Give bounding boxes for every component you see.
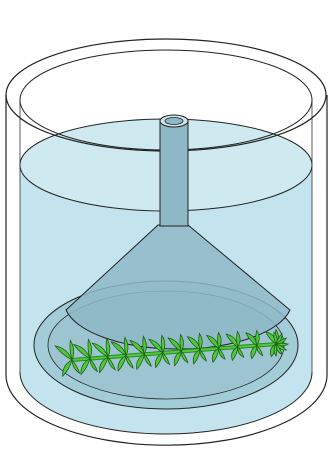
funnel-stem-bore — [165, 118, 183, 125]
funnel-stem — [160, 120, 188, 226]
